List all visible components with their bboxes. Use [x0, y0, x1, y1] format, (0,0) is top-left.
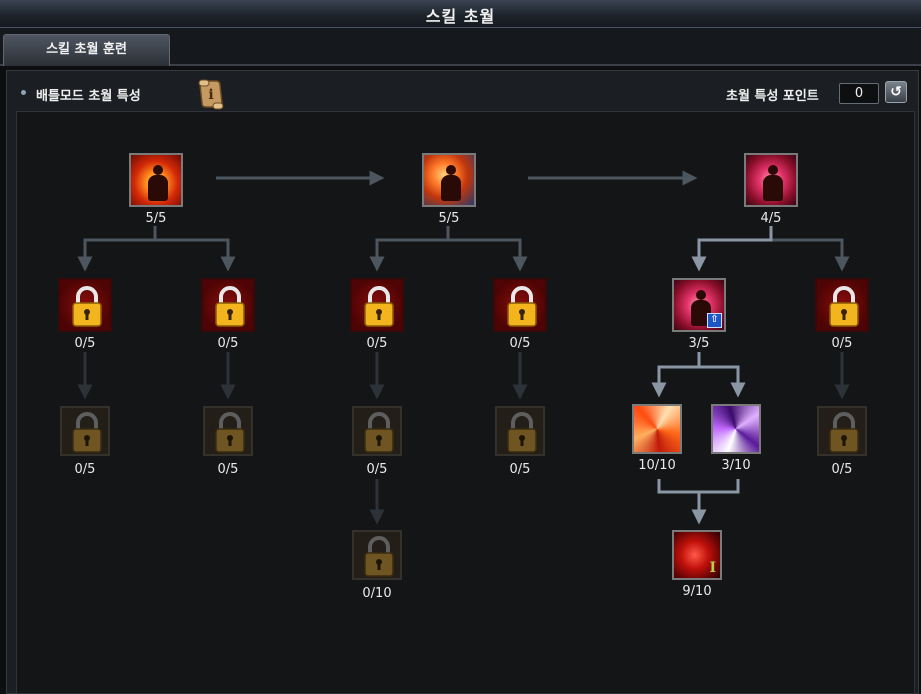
skill-node-locked[interactable]: 0/10	[350, 528, 404, 601]
window-title: 스킬 초월	[425, 7, 496, 26]
skill-node-locked[interactable]: 0/5	[815, 404, 869, 477]
scroll-info-icon[interactable]: i	[196, 77, 226, 111]
skill-node-locked[interactable]: 0/5	[58, 278, 112, 351]
skill-count: 4/5	[760, 211, 782, 226]
tier-badge: I	[709, 560, 716, 576]
tab-bar: 스킬 초월 훈련	[0, 28, 921, 66]
lock-icon	[72, 286, 102, 327]
skill-node[interactable]: 5/5	[422, 153, 476, 226]
skill-node-locked[interactable]: 0/5	[58, 404, 112, 477]
reset-icon: ↺	[890, 84, 902, 100]
skill-count: 0/5	[217, 462, 239, 477]
skill-node-locked[interactable]: 0/5	[350, 278, 404, 351]
lock-icon	[507, 412, 537, 453]
lock-icon	[364, 286, 394, 327]
warrior-figure-icon	[688, 290, 714, 326]
warrior-figure-icon	[438, 165, 464, 201]
skill-count: 0/5	[74, 462, 96, 477]
skill-node[interactable]: 3/10	[711, 404, 761, 473]
skill-icon	[744, 153, 798, 207]
skill-count: 3/5	[688, 336, 710, 351]
svg-text:i: i	[208, 87, 213, 103]
skill-node-locked[interactable]: 0/5	[201, 404, 255, 477]
bullet-icon	[21, 90, 26, 95]
skill-node[interactable]: I 9/10	[672, 530, 722, 599]
skill-icon: ⇧	[672, 278, 726, 332]
skill-count: 5/5	[145, 211, 167, 226]
skill-node[interactable]: ⇧ 3/5	[672, 278, 726, 351]
skill-node-locked[interactable]: 0/5	[493, 278, 547, 351]
skill-count: 0/5	[74, 336, 96, 351]
skill-count: 0/5	[831, 462, 853, 477]
points-label: 초월 특성 포인트	[726, 89, 819, 104]
lock-icon	[215, 286, 245, 327]
skill-node[interactable]: 5/5	[129, 153, 183, 226]
skill-node-locked[interactable]: 0/5	[201, 278, 255, 351]
skill-count: 0/5	[509, 462, 531, 477]
lock-icon	[364, 536, 394, 577]
skill-node[interactable]: 10/10	[632, 404, 682, 473]
lock-icon	[364, 412, 394, 453]
window-titlebar: 스킬 초월	[0, 0, 921, 28]
lock-icon	[829, 412, 859, 453]
lock-icon	[215, 412, 245, 453]
red-dragon-icon: I	[672, 530, 722, 580]
warrior-figure-icon	[760, 165, 786, 201]
upgrade-arrow-icon: ⇧	[707, 313, 722, 328]
skill-node-locked[interactable]: 0/5	[493, 404, 547, 477]
skill-count: 0/5	[509, 336, 531, 351]
skill-icon	[129, 153, 183, 207]
skill-tree: 5/5 5/5 4/5 0/5 0/5 0/5 0/5	[16, 111, 915, 694]
tab-skill-transcend-training[interactable]: 스킬 초월 훈련	[3, 34, 170, 66]
skill-count: 0/5	[366, 462, 388, 477]
skill-node[interactable]: 4/5	[744, 153, 798, 226]
tree-connectors	[77, 170, 850, 525]
lock-icon	[829, 286, 859, 327]
fire-swirl-icon	[632, 404, 682, 454]
skill-count: 0/5	[831, 336, 853, 351]
section-title: 배틀모드 초월 특성	[36, 89, 141, 104]
lock-icon	[72, 412, 102, 453]
reset-button[interactable]: ↺	[885, 81, 907, 103]
skill-node-locked[interactable]: 0/5	[815, 278, 869, 351]
skill-count: 9/10	[682, 584, 712, 599]
skill-node-locked[interactable]: 0/5	[350, 404, 404, 477]
skill-icon	[422, 153, 476, 207]
skill-count: 10/10	[638, 458, 676, 473]
skill-count: 3/10	[721, 458, 751, 473]
points-value: 0	[839, 83, 879, 104]
skill-count: 0/10	[362, 586, 392, 601]
warrior-figure-icon	[145, 165, 171, 201]
skill-count: 0/5	[366, 336, 388, 351]
skill-count: 0/5	[217, 336, 239, 351]
lock-icon	[507, 286, 537, 327]
purple-swirl-icon	[711, 404, 761, 454]
skill-count: 5/5	[438, 211, 460, 226]
